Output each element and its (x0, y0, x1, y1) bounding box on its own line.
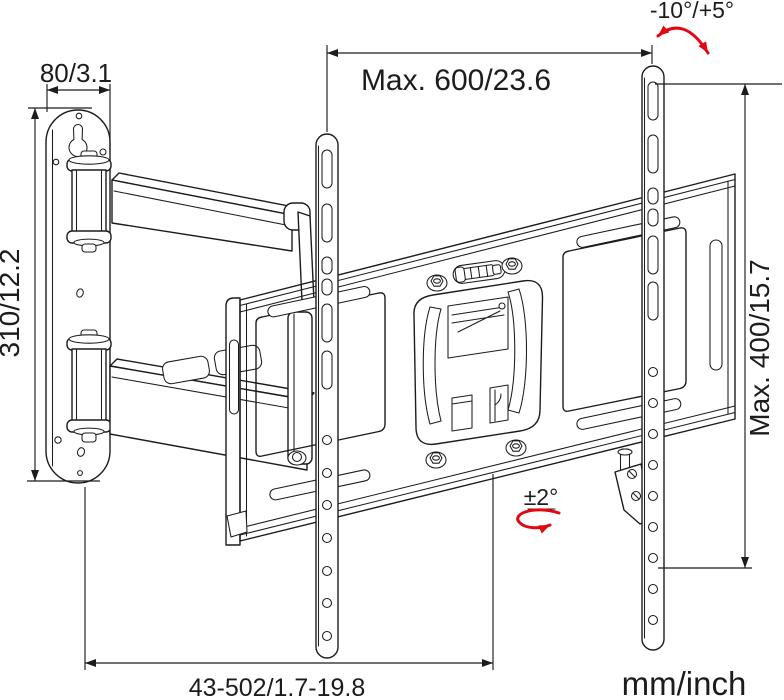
dim-max-height: Max. 400/15.7 (744, 259, 775, 436)
left-vesa-rail (315, 133, 339, 659)
units-label: mm/inch (622, 665, 747, 700)
angle-annotations: -10°/+5° ±2° (516, 0, 734, 534)
nut (505, 439, 527, 457)
swivel-arrow (516, 508, 561, 534)
tilt-mechanism (413, 279, 544, 446)
label-tilt-range: -10°/+5° (650, 0, 734, 23)
label-level-adjust: ±2° (524, 484, 559, 510)
dim-wall-plate-width: 80/3.1 (40, 58, 112, 88)
dim-max-width: Max. 600/23.6 (361, 64, 551, 97)
upper-swivel-arm (111, 172, 315, 303)
dimension-annotations: 80/3.1 310/12.2 Max. 600/23.6 Max. 400/1… (0, 45, 782, 700)
upper-hinge (66, 150, 112, 253)
latch-window (447, 296, 509, 359)
right-rail-holes (647, 366, 659, 626)
tilt-tension-bolt (452, 260, 506, 284)
dim-wall-plate-height: 310/12.2 (0, 249, 25, 358)
plate-corner-tab (226, 510, 248, 538)
right-vesa-rail (641, 65, 665, 651)
left-rail-slots (321, 149, 333, 390)
nut (426, 274, 448, 292)
fixing-nuts (425, 257, 527, 469)
tilt-arrow (656, 25, 710, 55)
nut (425, 451, 447, 469)
wall-plate-screw-holes (52, 112, 107, 476)
right-rail-slots (647, 81, 659, 321)
left-rail-holes (321, 434, 333, 642)
lower-hinge (66, 329, 112, 443)
dim-extension-range: 43-502/1.7-19.8 (189, 674, 366, 700)
nut (501, 257, 523, 275)
keyhole-slot (68, 123, 88, 158)
cable-clip (162, 355, 210, 385)
